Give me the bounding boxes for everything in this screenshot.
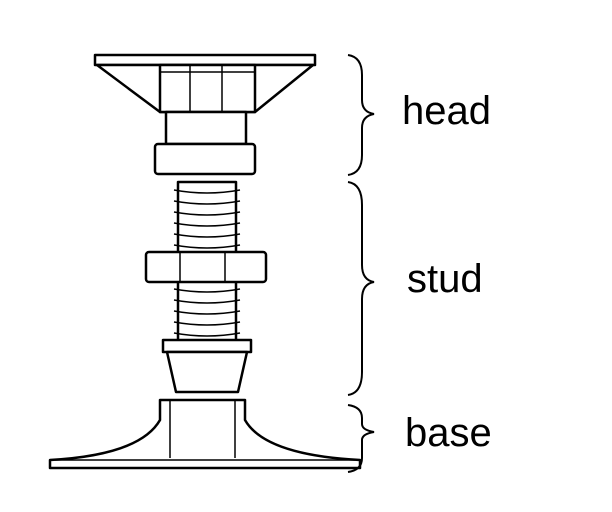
thread-ridge (173, 244, 241, 249)
thread-ridge (173, 222, 241, 227)
thread-ridge (173, 233, 241, 238)
thread-ridge (173, 332, 241, 337)
head-part (93, 53, 317, 176)
label-stud: stud (407, 257, 483, 301)
head-brace (347, 54, 375, 176)
thread-ridge (173, 211, 241, 216)
label-head: head (402, 89, 491, 133)
thread-ridge (173, 200, 241, 205)
stud-part (144, 180, 268, 394)
label-base: base (405, 411, 492, 455)
thread-ridge (173, 189, 241, 194)
stud-brace (347, 181, 375, 396)
base-part (48, 398, 362, 470)
base-brace (347, 404, 375, 473)
thread-ridge (173, 310, 241, 315)
thread-ridge (173, 288, 241, 293)
thread-ridge (173, 321, 241, 326)
thread-ridge (173, 299, 241, 304)
